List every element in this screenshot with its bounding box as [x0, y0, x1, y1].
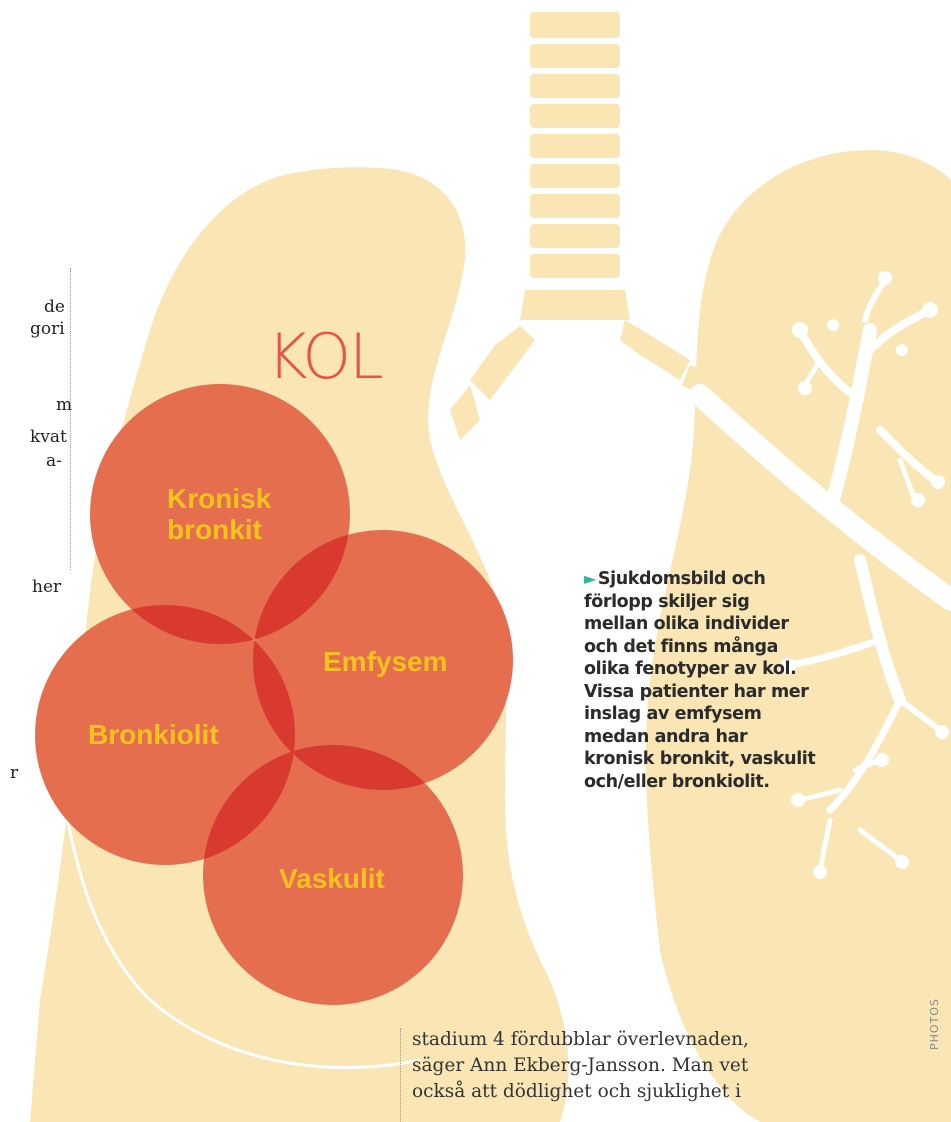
label-bronkit: bronkit — [167, 514, 262, 545]
clipped-line: her — [32, 576, 61, 598]
body-line: stadium 4 fördubblar överlevnaden, — [412, 1027, 832, 1053]
clipped-line: kvat — [30, 426, 67, 448]
body-text: stadium 4 fördubblar överlevnaden, säger… — [412, 1027, 832, 1105]
label-emfysem: Emfysem — [323, 646, 448, 677]
photo-credit: PHOTOS — [928, 998, 941, 1050]
caption-text: Sjukdomsbild och förlopp skiljer sig mel… — [584, 569, 815, 792]
body-divider — [400, 1028, 401, 1122]
label-vaskulit: Vaskulit — [279, 863, 385, 894]
clipped-line: de — [44, 296, 65, 318]
label-kronisk: Kronisk — [167, 483, 272, 514]
body-line: säger Ann Ekberg-Jansson. Man vet — [412, 1053, 832, 1079]
clipped-line: a- — [46, 450, 62, 472]
label-bronkiolit: Bronkiolit — [88, 719, 219, 750]
diagram-title: KOL — [267, 320, 382, 393]
column-divider — [70, 268, 71, 570]
teal-arrow-icon: ► — [584, 569, 596, 588]
body-line: också att dödlighet och sjuklighet i — [412, 1079, 832, 1105]
clipped-line: r — [10, 762, 18, 784]
trachea — [450, 12, 705, 440]
caption: ►Sjukdomsbild och förlopp skiljer sig me… — [584, 568, 816, 793]
clipped-line: m — [56, 394, 72, 416]
clipped-line: gori — [30, 318, 65, 340]
